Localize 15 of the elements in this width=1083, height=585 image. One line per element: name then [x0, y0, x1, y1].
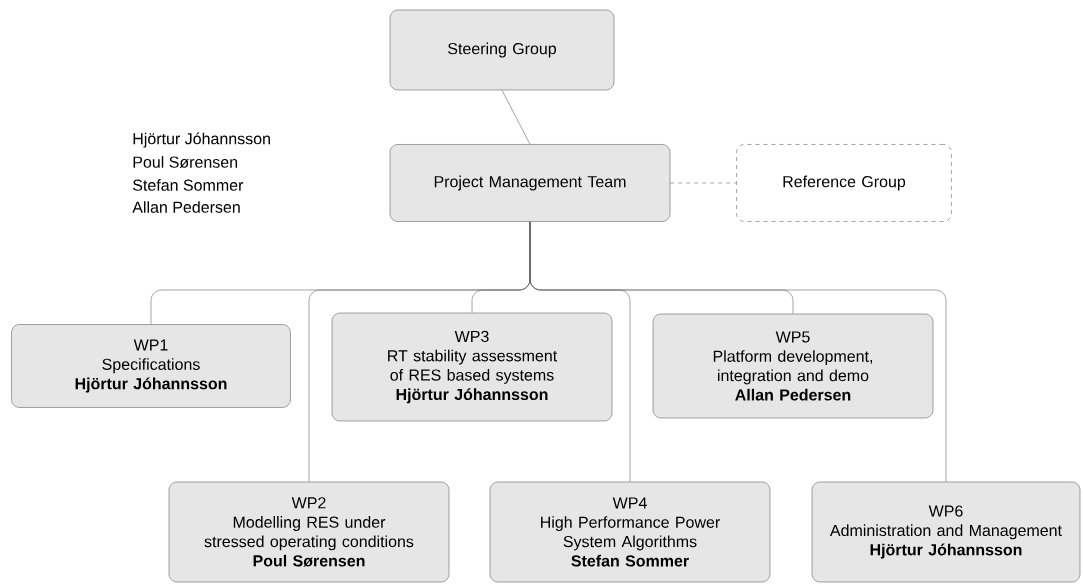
connector-line — [529, 221, 947, 482]
member-name: Hjörtur Jóhannsson — [133, 132, 270, 148]
work-package-box: WP5 Platform development, integration and demo Allan Pedersen — [652, 313, 934, 419]
work-package-box: WP4 High Performance Power System Algorithms Stefan Sommer — [489, 481, 771, 583]
work-package-box: WP6 Administration and Management Hjörtur Jóhannsson — [811, 481, 1081, 583]
connector-line — [501, 90, 531, 145]
group-box: Reference Group — [736, 144, 952, 222]
team-box: Project Management Team — [389, 144, 671, 222]
member-name: Stefan Sommer — [133, 179, 244, 191]
member-name: Allan Pedersen — [132, 201, 240, 213]
work-package-box: WP2 Modelling RES under stressed operating conditions Poul Sørensen — [168, 481, 450, 583]
group-box: Steering Group — [389, 9, 615, 91]
member-name: Poul Sørensen — [133, 156, 238, 168]
work-package-box: WP1 Specifications Hjörtur Jóhannsson — [11, 324, 291, 408]
work-package-box: WP3 RT stability assessment of RES based systems Hjörtur Jóhannsson — [331, 312, 613, 422]
